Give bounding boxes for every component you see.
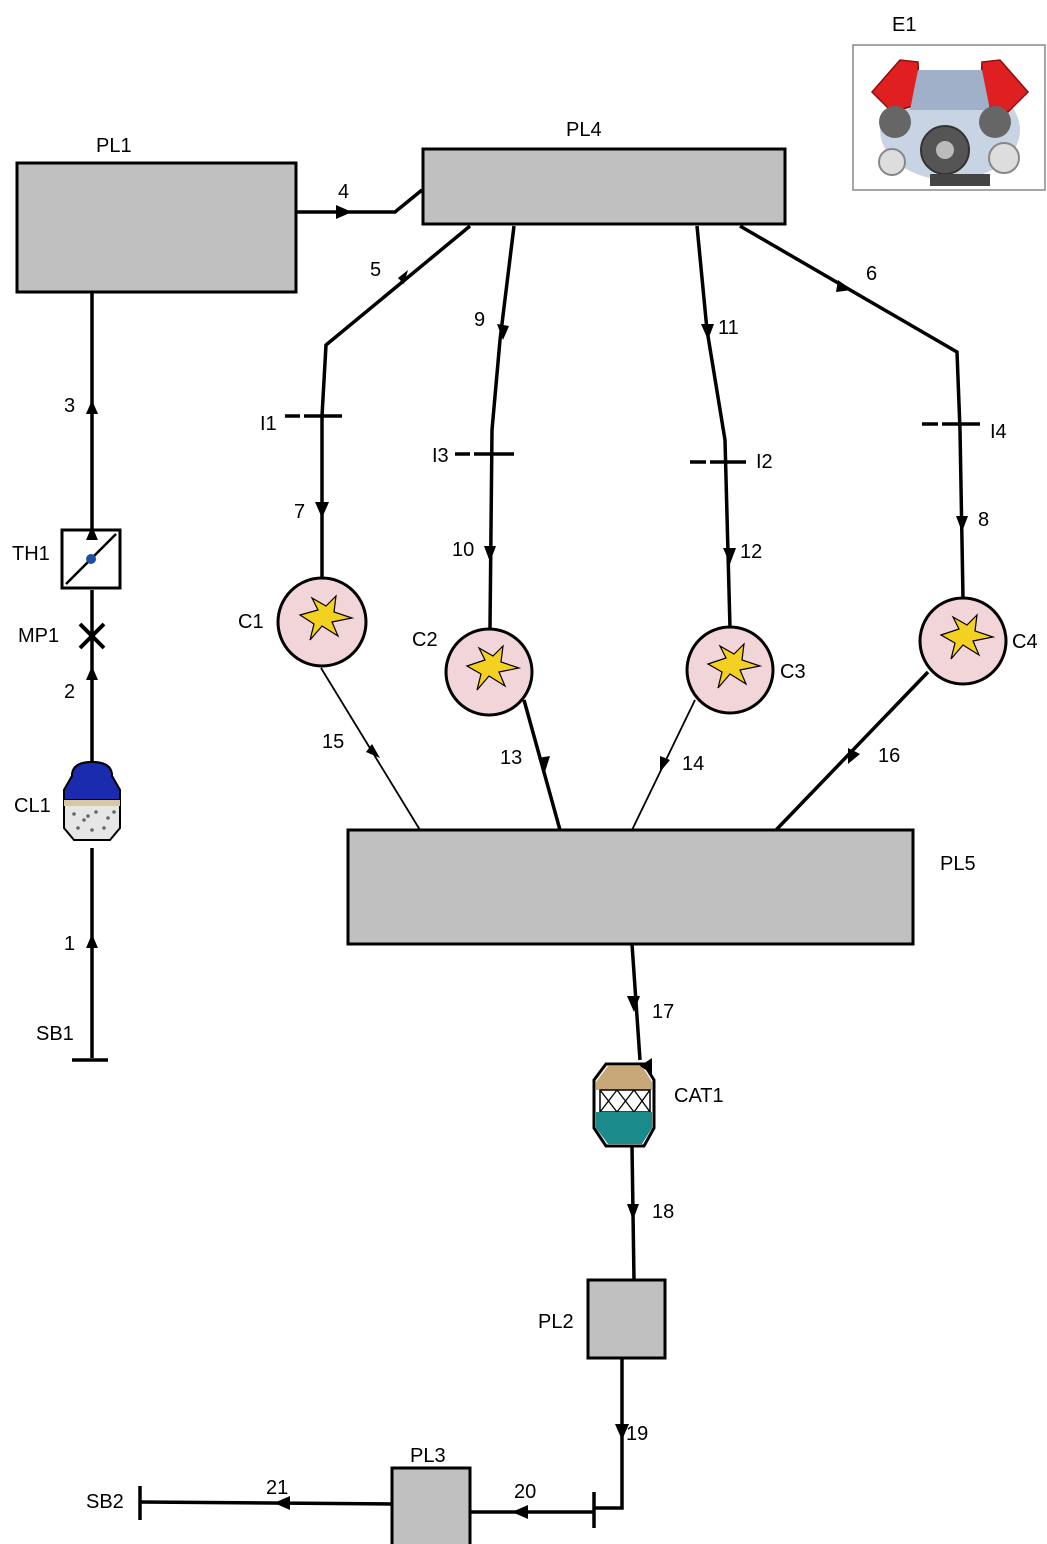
label-c1: C1: [238, 611, 264, 633]
pipe-label-16: 16: [878, 745, 900, 767]
pipe-label-4: 4: [338, 181, 349, 203]
pipe-label-7: 7: [294, 501, 305, 523]
pipe-19[interactable]: [594, 1358, 624, 1510]
pipe-label-12: 12: [740, 541, 762, 563]
pipe-10-arrow: [484, 546, 496, 562]
spark-icon: [298, 594, 355, 641]
pipe-8-arrow: [956, 516, 968, 532]
pipe-4[interactable]: [296, 188, 424, 214]
pipe-label-11: 11: [718, 317, 739, 339]
pipe-4-arrow: [336, 205, 352, 219]
pipe-label-20: 20: [514, 1481, 536, 1503]
plenum-pl4[interactable]: [421, 147, 787, 226]
label-c3: C3: [780, 661, 806, 683]
measuring-point-mp1-icon[interactable]: [78, 622, 106, 650]
pipe-12-arrow: [723, 548, 736, 564]
pipe-17-arrow: [627, 996, 640, 1012]
label-c2: C2: [412, 629, 438, 651]
pipe-label-1: 1: [64, 933, 75, 955]
pipe-label-9: 9: [474, 309, 485, 331]
pipe-7-arrow: [315, 502, 329, 518]
label-pl2: PL2: [538, 1311, 574, 1333]
pipe-5-arrow: [398, 270, 408, 284]
pipe-3-arrow: [86, 400, 98, 414]
pipe-label-10: 10: [452, 539, 474, 561]
pipe-14-arrow: [660, 756, 670, 772]
pipe-label-15: 15: [322, 731, 344, 753]
label-i3: I3: [432, 445, 449, 467]
label-sb2: SB2: [86, 1491, 124, 1513]
spark-icon: [939, 613, 996, 660]
pipe-label-2: 2: [64, 681, 75, 703]
engine-icon[interactable]: [852, 44, 1046, 191]
pipe-label-21: 21: [266, 1477, 288, 1499]
pipe-21-arrow: [274, 1496, 290, 1510]
pipe-11-12[interactable]: [695, 225, 732, 629]
plenum-pl2[interactable]: [586, 1278, 667, 1360]
label-mp1: MP1: [18, 625, 59, 647]
cylinder-c3[interactable]: [685, 625, 775, 715]
cylinder-c4[interactable]: [918, 596, 1008, 686]
label-th1: TH1: [12, 543, 50, 565]
pipe-11-arrow: [701, 324, 714, 340]
cylinder-c2[interactable]: [444, 627, 534, 717]
label-pl5: PL5: [940, 853, 976, 875]
pipe-6-8[interactable]: [739, 224, 965, 599]
pipe-18-arrow: [627, 1204, 639, 1220]
pipe-20-arrow: [512, 1505, 528, 1519]
label-pl4: PL4: [566, 119, 602, 141]
label-i2: I2: [756, 451, 773, 473]
pipe-21[interactable]: [139, 1500, 393, 1506]
label-i4: I4: [990, 421, 1007, 443]
pipe-13-arrow: [538, 756, 550, 772]
pipe-label-8: 8: [978, 509, 989, 531]
label-cl1: CL1: [14, 795, 51, 817]
pipe-15-arrow: [366, 744, 380, 758]
pipe-2-arrow: [86, 666, 98, 680]
plenum-pl5[interactable]: [346, 828, 915, 946]
catalyst-icon[interactable]: [592, 1058, 656, 1148]
label-pl1: PL1: [96, 135, 132, 157]
throttle-icon[interactable]: [60, 526, 122, 590]
pipe-label-18: 18: [652, 1201, 674, 1223]
pipe-9-10[interactable]: [488, 225, 516, 629]
pipe-6-arrow: [836, 280, 852, 292]
cylinder-c1[interactable]: [276, 576, 368, 668]
label-c4: C4: [1012, 631, 1038, 653]
pipe-label-17: 17: [652, 1001, 674, 1023]
pipe-5-7[interactable]: [320, 224, 472, 578]
label-sb1: SB1: [36, 1023, 74, 1045]
label-e1: E1: [892, 14, 916, 36]
pipe-1-arrow: [86, 934, 98, 948]
air-cleaner-icon[interactable]: [63, 760, 121, 841]
pipe-label-14: 14: [682, 753, 704, 775]
label-cat1: CAT1: [674, 1085, 724, 1107]
pipe-label-5: 5: [370, 259, 381, 281]
label-i1: I1: [260, 413, 277, 435]
pipe-label-13: 13: [500, 747, 522, 769]
pipe-label-3: 3: [64, 395, 75, 417]
plenum-pl3[interactable]: [390, 1466, 472, 1544]
label-pl3: PL3: [410, 1445, 446, 1467]
pipe-16-arrow: [848, 748, 860, 764]
plenum-pl1[interactable]: [15, 161, 298, 294]
pipe-label-19: 19: [626, 1423, 648, 1445]
pipe-19-arrow: [615, 1424, 629, 1440]
pipe-9-arrow: [497, 324, 509, 340]
spark-icon: [465, 644, 522, 691]
pipe-label-6: 6: [866, 263, 877, 285]
spark-icon: [706, 642, 763, 689]
